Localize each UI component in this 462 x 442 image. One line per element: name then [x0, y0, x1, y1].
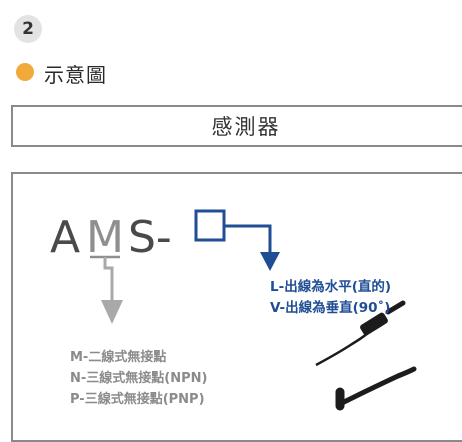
- section-header-box: 感測器: [11, 105, 462, 147]
- wiring-options-list: M-二線式無接點 N-三線式無接點(NPN) P-三線式無接點(PNP): [70, 347, 207, 410]
- step-number-badge: 2: [14, 15, 42, 43]
- wiring-option: N-三線式無接點(NPN): [70, 371, 208, 386]
- model-code-letter-m: M: [86, 212, 124, 263]
- wiring-option: M-二線式無接點: [70, 350, 167, 365]
- straight-sensor-icon: [315, 300, 406, 367]
- step-number: 2: [22, 19, 34, 39]
- orientation-option: L-出線為水平(直的): [270, 279, 392, 295]
- model-code-suffix: S-: [128, 212, 172, 263]
- option-placeholder-box: [194, 209, 226, 242]
- orientation-options-list: L-出線為水平(直的) V-出線為垂直(90˚): [270, 277, 391, 319]
- model-code-diagram: A M S-: [50, 209, 417, 411]
- section-title: 感測器: [211, 115, 281, 139]
- wiring-arrow-line: [103, 257, 114, 300]
- wiring-option: P-三線式無接點(PNP): [70, 392, 205, 407]
- orientation-option: V-出線為垂直(90˚): [270, 300, 391, 316]
- model-code-letter-a: A: [50, 212, 80, 263]
- orientation-arrow-head-icon: [260, 252, 280, 271]
- orientation-arrow-line: [224, 224, 272, 255]
- legend-label: 示意圖: [44, 63, 107, 87]
- right-angle-sensor-icon: [335, 366, 417, 411]
- legend-dot-icon: [16, 63, 34, 81]
- wiring-arrow-head-icon: [101, 300, 123, 324]
